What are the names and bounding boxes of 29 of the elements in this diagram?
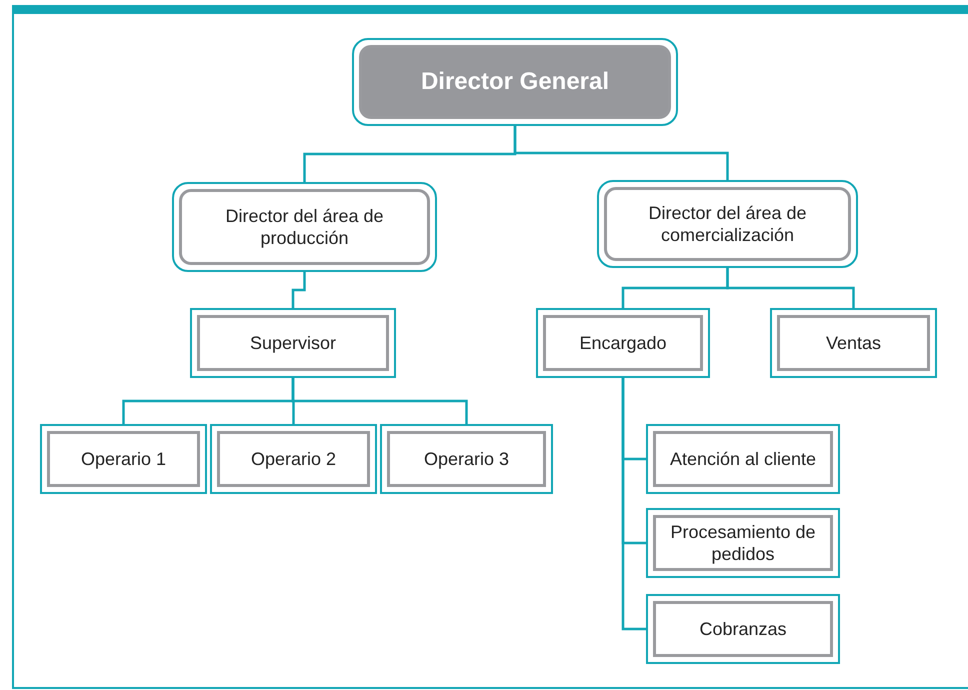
position-title: Procesamiento de pedidos [669,520,817,566]
position-box [210,424,377,494]
position-box [190,308,396,378]
position-title: Cobranzas [698,618,788,640]
position-box [536,308,710,378]
position-box [646,424,840,494]
position-box [380,424,553,494]
position-box [646,594,840,664]
connector-line [622,378,646,630]
director-box [352,38,678,126]
position-title: Supervisor [248,332,338,354]
position-title: Director del área de producción [224,204,385,250]
connector-line [514,126,729,180]
connector-line [726,268,855,308]
position-box [172,182,437,272]
position-title: Atención al cliente [668,448,818,470]
connector-line [292,378,468,424]
position-title: Encargado [578,332,668,354]
position-box [597,180,858,268]
position-title: Operario 1 [80,448,168,470]
position-title: Director General [420,67,610,97]
position-box [40,424,207,494]
position-title: Operario 2 [250,448,338,470]
position-box [646,508,840,578]
position-box [770,308,937,378]
connector-line [292,272,306,308]
position-title: Ventas [824,332,882,354]
position-title: Operario 3 [422,448,510,470]
position-title: Director del área de comercialización [647,202,808,246]
